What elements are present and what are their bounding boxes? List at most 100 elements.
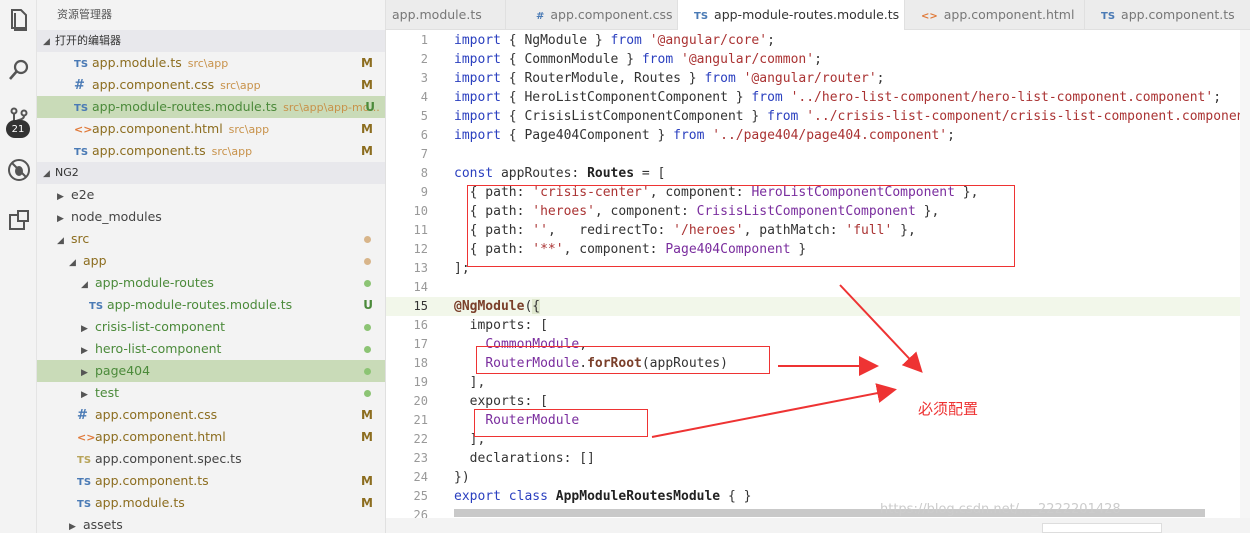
tree-folder[interactable]: ▶test (37, 382, 385, 404)
tab-app-module[interactable]: app.module.ts (386, 0, 506, 30)
chevron-right-icon: ▶ (81, 390, 88, 400)
code-line: 21 RouterModule (413, 413, 580, 428)
typescript-file-icon: TS (694, 11, 709, 22)
tree-folder[interactable]: ◢app-module-routes (37, 272, 385, 294)
chevron-down-icon: ◢ (43, 169, 50, 179)
tree-folder[interactable]: ▶e2e (37, 184, 385, 206)
file-name: app.module.ts (92, 55, 182, 70)
project-header[interactable]: ◢NG2 (37, 162, 385, 184)
chevron-down-icon: ◢ (81, 280, 88, 290)
code-line: 7 (420, 147, 428, 161)
watermark: https://blog.csdn.net/..._2222201428 (880, 502, 1121, 517)
chevron-right-icon: ▶ (81, 346, 88, 356)
panel-filter-input[interactable] (1042, 523, 1162, 533)
chevron-down-icon: ◢ (43, 37, 50, 47)
code-line: 12 { path: '**', component: Page404Compo… (413, 242, 807, 257)
tree-folder[interactable]: ◢app (37, 250, 385, 272)
tree-file[interactable]: <>app.component.html M (37, 426, 385, 448)
typescript-file-icon: TS (89, 301, 104, 312)
tree-folder[interactable]: ◢src (37, 228, 385, 250)
file-path: src\app (187, 57, 229, 70)
untracked-dot (364, 368, 371, 375)
file-name: app.component.css (92, 77, 215, 92)
code-line-current: 15@NgModule({ (386, 297, 1240, 316)
modified-status: M (361, 56, 373, 70)
changes-badge: 21 (6, 120, 30, 138)
tab-app-component-css[interactable]: #app.component.css (506, 0, 678, 30)
file-path: src\app (228, 123, 270, 136)
files-icon[interactable] (0, 0, 37, 40)
html-file-icon: <> (921, 11, 938, 22)
minimap[interactable] (1240, 30, 1250, 533)
tab-app-component-html[interactable]: <>app.component.html (905, 0, 1085, 30)
file-name: app.component.html (92, 121, 223, 136)
css-file-icon: # (536, 11, 545, 22)
chevron-right-icon: ▶ (57, 214, 64, 224)
html-file-icon: <> (77, 431, 96, 444)
code-line: 16 imports: [ (413, 318, 548, 333)
annotation-label: 必须配置 (918, 400, 979, 418)
tree-folder[interactable]: ▶hero-list-component (37, 338, 385, 360)
untracked-dot (364, 324, 371, 331)
modified-status: M (361, 408, 373, 422)
debug-icon[interactable] (0, 150, 37, 190)
typescript-file-icon: TS (74, 103, 89, 114)
typescript-file-icon: TS (1101, 11, 1116, 22)
code-line: 24}) (413, 470, 470, 485)
code-line: 22 ], (413, 432, 486, 447)
code-line: 23 declarations: [] (413, 451, 595, 466)
horizontal-scrollbar[interactable] (454, 509, 1205, 517)
annotation-box-exports (474, 409, 648, 437)
tree-file[interactable]: #app.component.css M (37, 404, 385, 426)
code-line: 14 (413, 280, 428, 294)
modified-status: M (361, 144, 373, 158)
bottom-panel-bar (386, 518, 1250, 533)
tree-folder[interactable]: ▶assets (37, 514, 385, 533)
tree-folder[interactable]: ▶crisis-list-component (37, 316, 385, 338)
explorer-title: 资源管理器 (57, 8, 112, 21)
file-path: src\app\app-mo... (283, 101, 380, 114)
chevron-down-icon: ◢ (57, 236, 64, 246)
chevron-right-icon: ▶ (57, 192, 64, 202)
code-line: 10 { path: 'heroes', component: CrisisLi… (413, 204, 940, 219)
file-path: src\app (220, 79, 261, 92)
modified-status: M (361, 122, 373, 136)
css-file-icon: # (74, 78, 85, 93)
modified-status: M (361, 496, 373, 510)
chevron-right-icon: ▶ (81, 324, 88, 334)
file-name: app-module-routes.module.ts (92, 99, 278, 114)
code-line: 20 exports: [ (413, 394, 548, 409)
modified-status: M (361, 430, 373, 444)
typescript-file-icon: TS (77, 499, 92, 510)
tree-folder[interactable]: ▶node_modules (37, 206, 385, 228)
code-line: 19 ], (413, 375, 486, 390)
untracked-status: U (363, 298, 373, 312)
tree-folder-selected[interactable]: ▶page404 (37, 360, 385, 382)
typescript-file-icon: TS (74, 59, 89, 70)
open-editors-header[interactable]: ◢打开的编辑器 (37, 30, 385, 52)
extensions-icon[interactable] (0, 200, 37, 240)
search-icon[interactable] (0, 50, 37, 90)
untracked-dot (364, 280, 371, 287)
